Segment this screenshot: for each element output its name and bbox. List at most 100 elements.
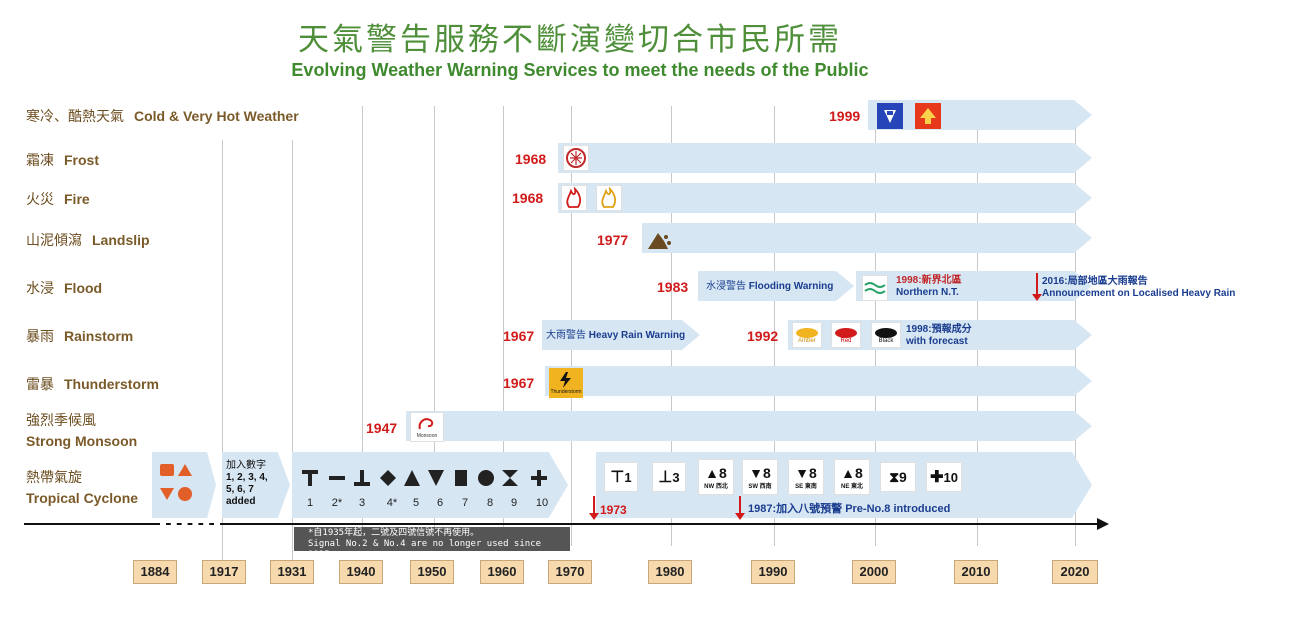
row-label-thunder-en: Thunderstorm xyxy=(64,376,159,392)
row-label-cyclone: 熱帶氣旋 Tropical Cyclone xyxy=(26,470,138,507)
flood-warning-en: Flooding Warning xyxy=(748,281,834,292)
signal-1973-10-num: 10 xyxy=(943,469,958,485)
signal-1973-1-icon: ⊤1 xyxy=(604,462,638,492)
signal-num-2: 2* xyxy=(331,497,343,509)
year-label-2020: 2020 xyxy=(1052,560,1098,584)
signal-num-9: 9 xyxy=(510,497,518,509)
timeline-arrowhead xyxy=(1097,518,1109,530)
pre8-marker xyxy=(735,496,745,520)
signal-1973-9-num: 9 xyxy=(899,469,907,485)
signal-num-7: 7 xyxy=(461,497,469,509)
signal-num-5: 5 xyxy=(412,497,420,509)
row-label-flood-en: Flood xyxy=(64,280,103,296)
landslip-icon xyxy=(646,226,672,252)
rain-red-icon: Red xyxy=(831,322,861,348)
row-label-monsoon-zh: 強烈季候風 xyxy=(26,413,96,429)
year-label-1980: 1980 xyxy=(648,560,692,584)
cyclone-added-nums2: 5, 6, 7 xyxy=(226,484,254,495)
thunderstorm-text: Thunderstorm xyxy=(550,389,582,395)
signal-5-icon xyxy=(404,470,420,486)
frost-icon xyxy=(563,145,589,171)
flood-nnt-label: 1998:新界北區 Northern N.T. xyxy=(896,275,962,299)
flood-local-en: Announcement on Localised Heavy Rain xyxy=(1042,288,1236,299)
year-label-1931: 1931 xyxy=(270,560,314,584)
signal-1973-8sw-num: 8 xyxy=(763,464,771,481)
rain-red-text: Red xyxy=(840,338,852,344)
signal-1973-8nw-num: 8 xyxy=(719,464,727,481)
row-label-landslip-zh: 山泥傾瀉 xyxy=(26,233,82,249)
heavy-rain-warning-label: 大雨警告 Heavy Rain Warning xyxy=(546,330,685,342)
flood-warning-zh: 水浸警告 xyxy=(706,281,746,292)
flood-local-zh: 2016:局部地區大雨報告 xyxy=(1042,276,1148,287)
year-cold: 1999 xyxy=(829,108,861,124)
row-label-rainstorm-en: Rainstorm xyxy=(64,328,134,344)
signal-1973-8ne-dir: NE 東北 xyxy=(840,483,863,490)
rain-black-text: Black xyxy=(878,338,894,344)
signal-1973-1-num: 1 xyxy=(624,469,632,485)
gridline-1950 xyxy=(434,106,435,546)
signal-1973-8sw-dir: SW 西南 xyxy=(748,483,772,490)
signal-num-1: 1 xyxy=(306,497,314,509)
row-label-monsoon-en: Strong Monsoon xyxy=(26,433,138,449)
year-label-2010: 2010 xyxy=(954,560,998,584)
year-label-1940: 1940 xyxy=(339,560,383,584)
signal-10-icon xyxy=(531,470,547,486)
arrow-rainstorm-heavy-rain xyxy=(542,320,700,350)
signal-1973-3-num: 3 xyxy=(672,469,680,485)
row-label-flood-zh: 水浸 xyxy=(26,281,54,297)
arrow-cold xyxy=(868,100,1092,130)
arrow-fire xyxy=(558,183,1092,213)
rainstorm-forecast-zh: 1998:預報成分 xyxy=(906,324,972,335)
cold-icon xyxy=(877,103,903,129)
monsoon-icon: Monsoon xyxy=(410,412,444,442)
signal-num-6: 6 xyxy=(436,497,444,509)
year-cyclone-1973: 1973 xyxy=(600,503,627,517)
flood-nnt-en: Northern N.T. xyxy=(896,287,959,298)
row-label-cold-en: Cold & Very Hot Weather xyxy=(134,108,299,124)
rainstorm-forecast-label: 1998:預報成分 with forecast xyxy=(906,324,972,348)
signal-9-icon xyxy=(502,470,518,486)
arrow-frost xyxy=(558,143,1092,173)
year-fire: 1968 xyxy=(512,190,544,206)
signal-1973-9-icon: ⧗9 xyxy=(880,462,916,492)
row-label-fire-zh: 火災 xyxy=(26,192,54,208)
cyclone-added-en: added xyxy=(226,496,256,507)
year-rainstorm-1967: 1967 xyxy=(503,328,535,344)
row-label-flood: 水浸 Flood xyxy=(26,280,102,298)
signal-num-3: 3 xyxy=(358,497,366,509)
timeline-dashed-segment xyxy=(160,523,220,525)
rain-black-icon: Black xyxy=(871,322,901,348)
hot-icon xyxy=(915,103,941,129)
gridline-1917 xyxy=(222,140,223,580)
signal-note-zh: *自1935年起，二號及四號信號不再使用。 xyxy=(308,528,480,538)
gridline-1960 xyxy=(503,106,504,546)
row-label-cyclone-zh: 熱帶氣旋 xyxy=(26,470,82,486)
cyclone-1884-signals-icon xyxy=(160,464,192,501)
flood-warning-label: 水浸警告 Flooding Warning xyxy=(706,281,833,293)
cyclone-1931-signals xyxy=(302,470,547,486)
cyclone-added-zh: 加入數字 xyxy=(226,460,266,471)
cyclone-1884-box xyxy=(152,452,216,518)
signal-6-icon xyxy=(428,470,444,486)
row-label-frost-zh: 霜凍 xyxy=(26,153,54,169)
title-chinese: 天氣警告服務不斷演變切合市民所需 xyxy=(298,22,842,58)
row-label-cyclone-en: Tropical Cyclone xyxy=(26,490,139,506)
year-label-2000: 2000 xyxy=(852,560,896,584)
flood-local-label: 2016:局部地區大雨報告 Announcement on Localised … xyxy=(1042,276,1235,300)
timeline-axis xyxy=(24,523,1100,525)
signal-1973-8se-num: 8 xyxy=(809,464,817,481)
flood-nnt-zh: 1998:新界北區 xyxy=(896,275,962,286)
title-english: Evolving Weather Warning Services to mee… xyxy=(291,60,869,80)
signal-note: *自1935年起，二號及四號信號不再使用。 Signal No.2 & No.4… xyxy=(294,527,570,560)
gridline-1931 xyxy=(292,140,293,580)
signal-num-10: 10 xyxy=(535,497,549,509)
cyclone-1931-box xyxy=(292,452,568,518)
year-label-1970: 1970 xyxy=(548,560,592,584)
